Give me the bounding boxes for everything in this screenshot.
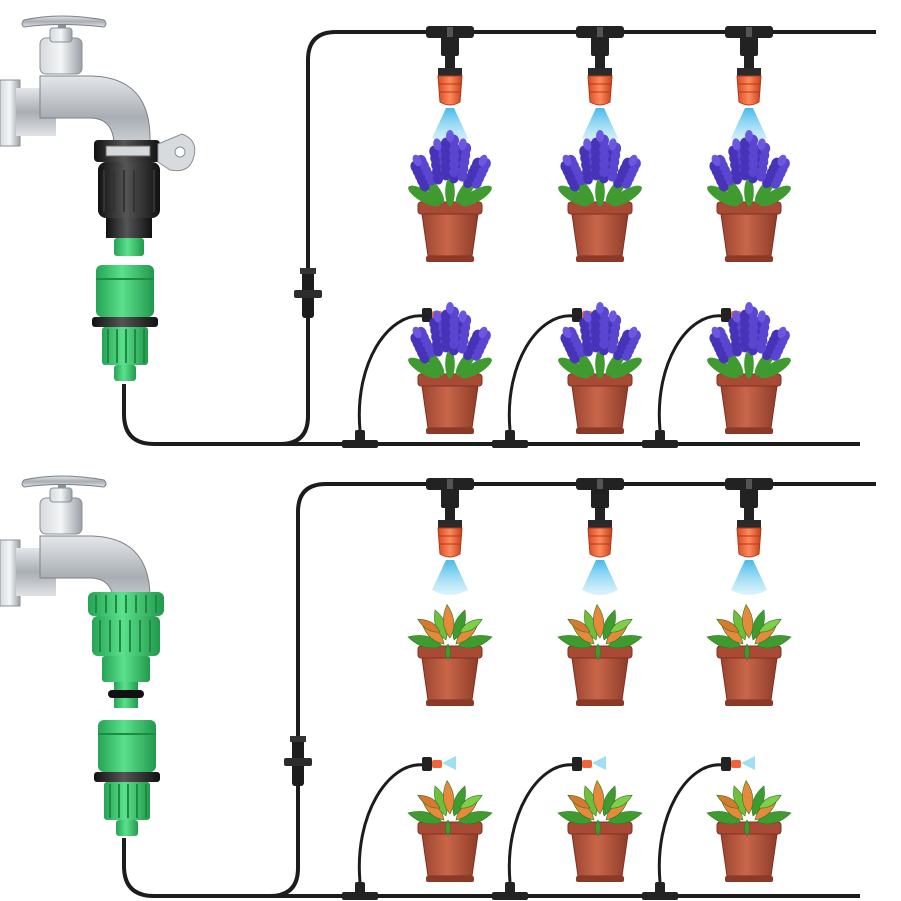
hose-end-connector-icon — [92, 265, 158, 381]
mist-nozzle-icon — [731, 504, 767, 595]
flower-pot-icon — [417, 645, 483, 706]
croton-plant-icon — [706, 603, 792, 661]
water-spray-icon — [582, 560, 618, 595]
mist-nozzle-icon — [432, 52, 468, 143]
lavender-plant-icon — [707, 302, 791, 379]
croton-plant-icon — [557, 603, 643, 661]
black-quick-connector-icon — [94, 133, 196, 256]
tee-connector-icon — [342, 882, 378, 900]
stake-mister-icon — [657, 756, 755, 883]
flower-pot-icon — [716, 201, 782, 262]
croton-plant-icon — [407, 779, 493, 837]
stake-mister-icon — [507, 756, 606, 883]
mist-nozzle-icon — [582, 504, 618, 595]
tee-connector-icon — [492, 882, 528, 900]
croton-plant-icon — [706, 779, 792, 837]
water-spray-icon — [741, 756, 755, 770]
tee-connector-icon — [426, 478, 474, 508]
lavender-plant-icon — [558, 302, 642, 379]
lavender-plant-icon — [558, 130, 642, 207]
hose-end-connector-icon — [94, 720, 160, 836]
faucet-icon — [0, 15, 157, 159]
water-spray-icon — [731, 108, 767, 143]
faucet-handle — [21, 475, 107, 488]
water-spray-icon — [432, 108, 468, 143]
lavender-plant-icon — [707, 130, 791, 207]
stake-mister-icon — [357, 756, 456, 883]
tee-connector-icon — [492, 430, 528, 448]
water-spray-icon — [731, 560, 767, 595]
mist-nozzle-icon — [731, 52, 767, 143]
inline-valve-icon — [284, 736, 312, 786]
lavender-plant-icon — [408, 130, 492, 207]
green-quick-connector-icon — [88, 592, 164, 708]
tee-connector-icon — [426, 26, 474, 56]
tee-connector-icon — [725, 478, 773, 508]
croton-plant-icon — [557, 779, 643, 837]
croton-plant-icon — [407, 603, 493, 661]
faucet-handle — [21, 15, 107, 28]
water-spray-icon — [592, 756, 606, 770]
flower-pot-icon — [417, 201, 483, 262]
flower-pot-icon — [716, 645, 782, 706]
tee-connector-icon — [576, 26, 624, 56]
water-spray-icon — [582, 108, 618, 143]
flower-pot-icon — [417, 373, 483, 434]
tee-connector-icon — [576, 478, 624, 508]
inline-valve-icon — [294, 268, 322, 318]
lavender-plant-icon — [408, 302, 492, 379]
water-spray-icon — [432, 560, 468, 595]
water-spray-icon — [442, 756, 456, 770]
tee-connector-icon — [642, 430, 678, 448]
main-hose-line — [122, 482, 876, 898]
panel-bottom — [0, 475, 876, 900]
flower-pot-icon — [567, 821, 633, 882]
flower-pot-icon — [567, 201, 633, 262]
flower-pot-icon — [567, 373, 633, 434]
mist-nozzle-icon — [432, 504, 468, 595]
tee-connector-icon — [642, 882, 678, 900]
mist-nozzle-icon — [582, 52, 618, 143]
tee-connector-icon — [342, 430, 378, 448]
tee-connector-icon — [725, 26, 773, 56]
flower-pot-icon — [716, 373, 782, 434]
panel-top — [0, 15, 876, 448]
